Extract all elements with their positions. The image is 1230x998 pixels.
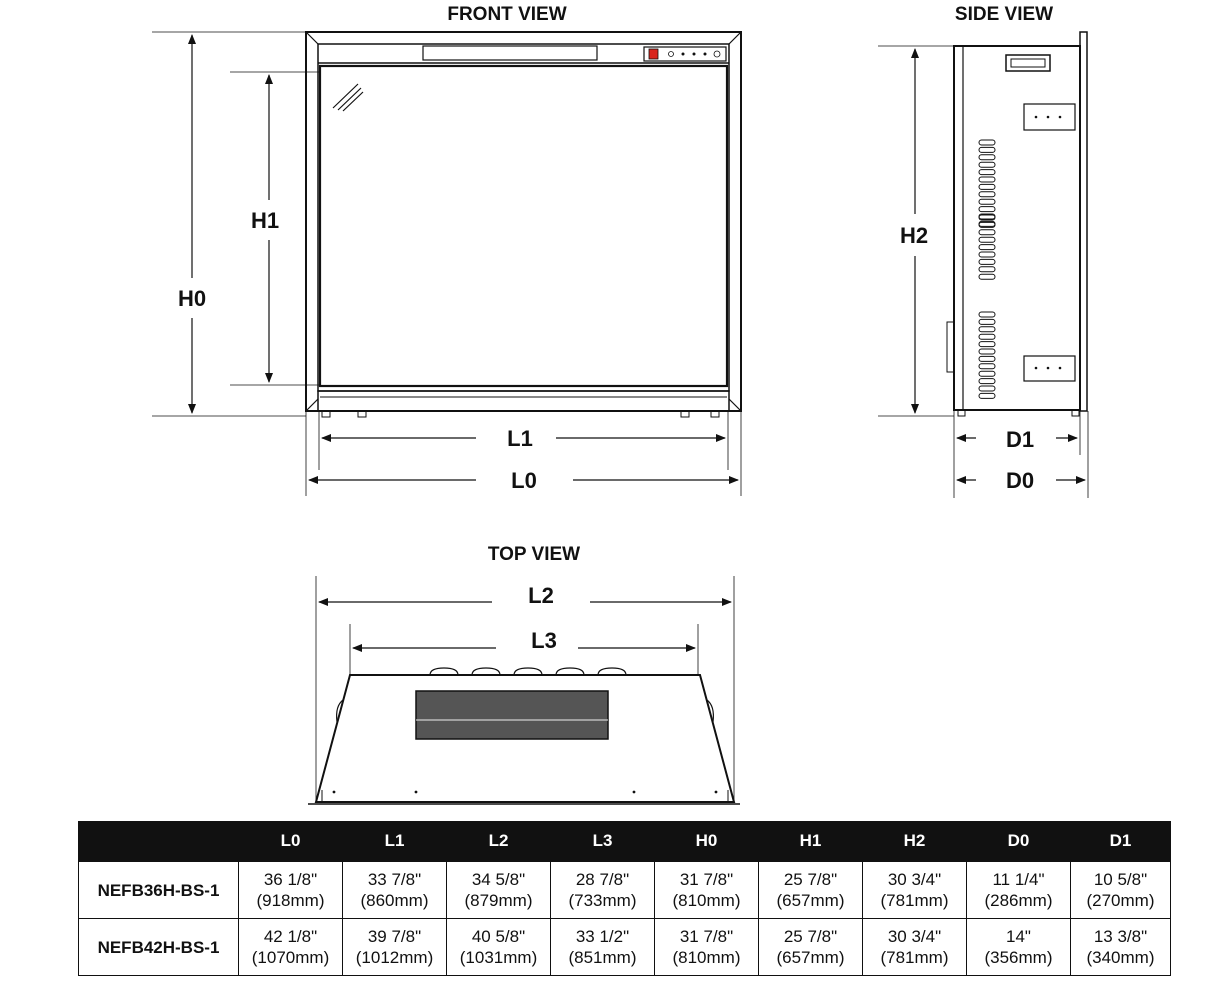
front-view-title: FRONT VIEW <box>447 4 566 25</box>
control-button-icon <box>692 52 696 56</box>
h2-dimension: H2 <box>878 45 954 417</box>
value-cell: 25 7/8"(657mm) <box>758 861 863 919</box>
top-view-title: TOP VIEW <box>488 544 580 565</box>
h0-dimension: H0 <box>152 31 306 417</box>
l1-label: L1 <box>507 426 533 451</box>
l0-dimension: L0 <box>305 411 742 496</box>
front-fireplace-outline <box>305 31 742 418</box>
value-cell: 31 7/8"(810mm) <box>654 861 759 919</box>
d1-label: D1 <box>1006 427 1034 452</box>
control-button-icon <box>703 52 707 56</box>
value-cell: 14"(356mm) <box>966 918 1071 976</box>
control-panel <box>643 46 727 62</box>
h1-label: H1 <box>251 208 279 233</box>
value-cell: 13 3/8"(340mm) <box>1070 918 1171 976</box>
value-cell: 40 5/8"(1031mm) <box>446 918 551 976</box>
header-cell-l2: L2 <box>446 821 551 862</box>
dimensions-table: L0 L1 L2 L3 H0 H1 H2 D0 D1 NEFB36H-BS-1 … <box>78 821 1171 976</box>
h0-label: H0 <box>178 286 206 311</box>
h1-dimension: H1 <box>230 71 320 386</box>
header-cell-d0: D0 <box>966 821 1071 862</box>
table-row: NEFB36H-BS-1 36 1/8"(918mm) 33 7/8"(860m… <box>78 861 1171 919</box>
value-cell: 33 1/2"(851mm) <box>550 918 655 976</box>
d0-dimension: D0 <box>956 468 1086 493</box>
table-row: NEFB42H-BS-1 42 1/8"(1070mm) 39 7/8"(101… <box>78 918 1171 976</box>
side-body-outline <box>946 31 1088 417</box>
header-cell-l1: L1 <box>342 821 447 862</box>
header-cell-h2: H2 <box>862 821 967 862</box>
value-cell: 34 5/8"(879mm) <box>446 861 551 919</box>
l2-label: L2 <box>528 583 554 608</box>
side-view-title: SIDE VIEW <box>955 4 1053 25</box>
l3-dimension: L3 <box>349 624 699 675</box>
top-body-outline <box>308 667 740 805</box>
value-cell: 10 5/8"(270mm) <box>1070 861 1171 919</box>
header-cell-h1: H1 <box>758 821 863 862</box>
side-vent-slots <box>978 139 996 399</box>
l0-label: L0 <box>511 468 537 493</box>
l3-label: L3 <box>531 628 557 653</box>
l2-dimension: L2 <box>315 576 735 802</box>
value-cell: 33 7/8"(860mm) <box>342 861 447 919</box>
header-cell-h0: H0 <box>654 821 759 862</box>
value-cell: 25 7/8"(657mm) <box>758 918 863 976</box>
dimension-drawing: FRONT VIEW <box>152 4 1089 805</box>
side-view: SIDE VIEW H2 <box>878 4 1089 498</box>
d0-label: D0 <box>1006 468 1034 493</box>
power-indicator-icon <box>648 48 659 60</box>
power-button-icon <box>713 50 721 58</box>
top-view: TOP VIEW L2 <box>308 544 740 805</box>
value-cell: 39 7/8"(1012mm) <box>342 918 447 976</box>
table-header-row: L0 L1 L2 L3 H0 H1 H2 D0 D1 <box>78 821 1171 862</box>
value-cell: 30 3/4"(781mm) <box>862 918 967 976</box>
control-button-icon <box>681 52 685 56</box>
h2-label: H2 <box>900 223 928 248</box>
header-cell-l0: L0 <box>238 821 343 862</box>
header-cell-l3: L3 <box>550 821 655 862</box>
value-cell: 31 7/8"(810mm) <box>654 918 759 976</box>
value-cell: 36 1/8"(918mm) <box>238 861 343 919</box>
header-cell-d1: D1 <box>1070 821 1171 862</box>
model-cell: NEFB36H-BS-1 <box>78 861 239 919</box>
header-cell <box>78 821 239 862</box>
value-cell: 42 1/8"(1070mm) <box>238 918 343 976</box>
value-cell: 28 7/8"(733mm) <box>550 861 655 919</box>
value-cell: 30 3/4"(781mm) <box>862 861 967 919</box>
front-view: FRONT VIEW <box>152 4 742 496</box>
l1-dimension: L1 <box>318 411 729 470</box>
d1-dimension: D1 <box>953 410 1089 498</box>
model-cell: NEFB42H-BS-1 <box>78 918 239 976</box>
value-cell: 11 1/4"(286mm) <box>966 861 1071 919</box>
control-button-icon <box>668 51 674 57</box>
